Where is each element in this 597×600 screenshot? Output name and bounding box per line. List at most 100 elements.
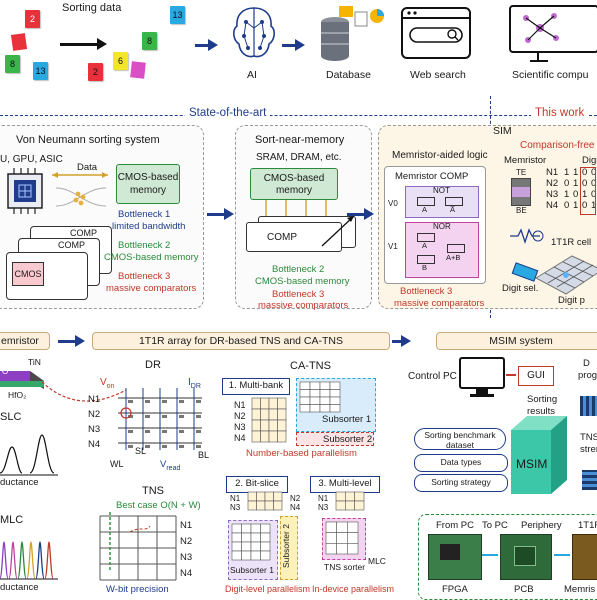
nor-label: NOR [433, 222, 451, 231]
mlc-peak [0, 541, 9, 579]
ml-n1: N1 [318, 494, 329, 503]
grid-cell [277, 408, 287, 421]
dr-row-label: N4 [88, 439, 101, 450]
grid-cell [231, 532, 242, 543]
mlc-peak [17, 541, 27, 579]
flow-arrow [392, 340, 402, 343]
catns-row-label: N4 [234, 433, 246, 443]
d-prog-label: D [583, 358, 590, 369]
sim-bit: 0 [591, 189, 597, 200]
memristor-chip-label: Memris [564, 584, 596, 595]
msim-label: MSIM [516, 457, 548, 471]
dr-cell [145, 400, 150, 403]
sim-bit: 0 [582, 178, 588, 189]
sim-row-label: N2 [546, 178, 559, 189]
sim-bit: 1 [573, 200, 579, 211]
sorting-strategy-pill: Sorting strategy [414, 474, 508, 492]
bit-slice-grid [231, 523, 271, 561]
bottleneck1-title: Bottleneck 1 [118, 209, 171, 220]
dr-cell [179, 430, 184, 433]
crossbar-array-icon [534, 255, 597, 295]
grid-cell [268, 419, 278, 432]
snm-io-arrows [265, 200, 327, 216]
bottleneck2-desc: CMOS-based memory [104, 252, 199, 263]
multi-bank-badge: 1. Multi-bank [222, 378, 290, 395]
ml-n3: N3 [318, 503, 329, 512]
data-types-pill: Data types [414, 454, 508, 472]
bs-n4: N4 [290, 503, 301, 512]
memristor-symbol [445, 197, 463, 206]
grid-cell [336, 532, 348, 544]
dr-cell [145, 430, 150, 433]
grid-cell [309, 389, 321, 398]
grid-cell [260, 408, 270, 421]
app-label-database: Database [326, 69, 371, 81]
grid-cell [250, 532, 261, 543]
grid-cell [277, 397, 287, 410]
data-card: 13 [33, 62, 48, 80]
flow-arrow-head [208, 39, 218, 51]
snm-bottleneck2-desc: CMOS-based memory [255, 276, 350, 287]
comp-label: COMP [58, 240, 85, 250]
flow-arrow-head [295, 39, 305, 51]
mal-bottleneck3-title: Bottleneck 3 [400, 286, 453, 297]
grid-cell [325, 543, 337, 555]
sort-arrow-head [97, 38, 107, 50]
dr-row-labels: N1 N2 N3 N4 [88, 392, 100, 452]
abar-label: A̅ [450, 205, 456, 214]
tns-trace [129, 525, 151, 533]
grid-cell [277, 419, 287, 432]
grid-cell [299, 381, 311, 390]
app-label-web-search: Web search [410, 69, 466, 81]
grid-cell [347, 521, 359, 533]
v1-label: V1 [388, 242, 398, 251]
state-of-art-divider [0, 115, 597, 116]
dr-row-label: N2 [88, 409, 101, 420]
data-card [130, 61, 146, 79]
sl-label: SL [135, 446, 147, 456]
grid-cell [264, 491, 274, 502]
grid-cell [309, 396, 321, 405]
hfo2-label: HfO₂ [8, 390, 27, 400]
grid-cell [247, 500, 257, 511]
snm-bottleneck3-desc: massive comparators [258, 300, 349, 311]
sorting-results-label: Sorting [527, 394, 558, 405]
grid-cell [325, 521, 337, 533]
cmos-layer [6, 252, 88, 300]
tns-row-label: N3 [180, 552, 193, 563]
bit-slice-badge: 2. Bit-slice [226, 476, 288, 493]
bs-n2: N2 [290, 494, 301, 503]
tns-heatmap-thumb [582, 470, 597, 490]
memristor-comp-title: Memristor COMP [395, 171, 469, 182]
tin-label: TiN [28, 357, 41, 367]
catns-title: CA-TNS [290, 360, 331, 372]
control-pc-label: Control PC [408, 371, 457, 382]
tns-a-label2: stren [580, 444, 597, 455]
bs-subsorter1-label: Subsorter 1 [230, 565, 274, 575]
snm-comp-block: COMP [246, 222, 342, 252]
sim-digit-label: Digi [582, 155, 597, 166]
dr-cell [179, 445, 184, 448]
sim-bit: 0 [582, 200, 588, 211]
dr-crossbar-grid [118, 388, 202, 450]
w-bit-precision: W-bit precision [106, 584, 169, 595]
bottleneck3-title: Bottleneck 3 [118, 271, 171, 282]
grid-cell [329, 396, 341, 405]
digit-p-label: Digit p [558, 295, 585, 306]
catns-row-label: N3 [234, 422, 246, 432]
msim-cube-icon [511, 416, 567, 494]
not-label: NOT [433, 186, 450, 195]
multi-bank-small-grid [251, 397, 287, 443]
mlc-peak [8, 541, 18, 579]
flow-arrow [195, 44, 209, 47]
sim-comparison-free: Comparison-free M [520, 140, 597, 151]
a-label: A [422, 241, 428, 250]
v0-label: V0 [388, 199, 398, 208]
mlc-peak [26, 541, 36, 579]
mlc-distribution-plot [0, 541, 58, 580]
dr-row-label: N3 [88, 424, 101, 435]
sim-bit: 0 [591, 167, 597, 178]
